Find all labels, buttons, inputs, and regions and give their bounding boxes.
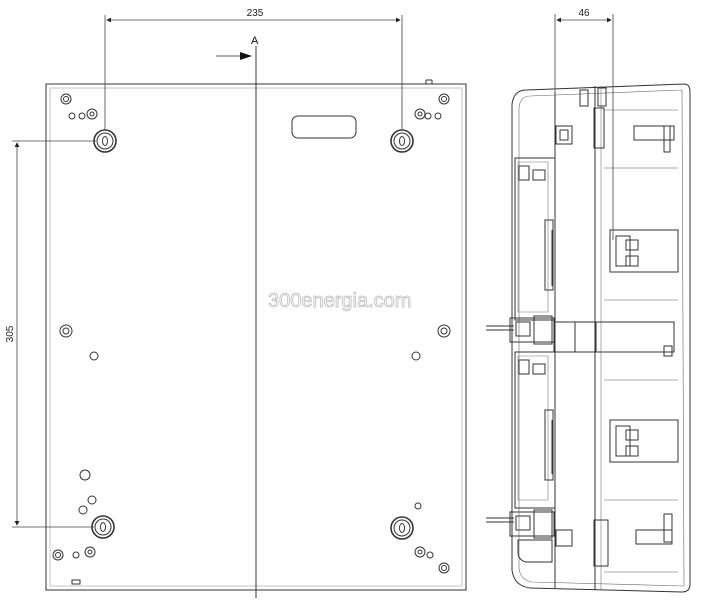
din-rail-center: [486, 315, 675, 357]
mounting-hole-bottom-right: [390, 516, 414, 540]
top-clip: [555, 87, 675, 153]
watermark: 300energia.com: [268, 290, 411, 312]
dimension-depth: [554, 14, 614, 240]
label-window: [291, 115, 357, 139]
mounting-hole-bottom-left: [91, 515, 115, 539]
dimension-vertical-label: 305: [5, 325, 16, 342]
mounting-hole-top-right: [390, 129, 414, 153]
side-screw-right: [437, 324, 451, 338]
section-marker-label: A: [251, 35, 259, 47]
mounting-hole-top-left: [93, 129, 117, 153]
side-screw-left: [59, 324, 73, 338]
din-rail-lower: [514, 351, 679, 509]
section-marker: [216, 46, 257, 598]
side-ribs: [604, 109, 678, 573]
dimension-vertical: [12, 140, 96, 528]
lower-left-holes: [78, 469, 422, 515]
corner-screw-bottom-right: [414, 546, 450, 574]
side-view: [486, 83, 691, 593]
small-hole-right: [411, 351, 421, 361]
dimension-depth-label: 46: [578, 8, 590, 19]
dimension-horizontal: [104, 15, 403, 130]
corner-screw-bottom-left: [52, 546, 96, 585]
din-rail-upper: [514, 157, 679, 321]
small-hole-left: [89, 351, 99, 361]
dimension-horizontal-label: 235: [247, 8, 264, 19]
side-body-outline: [511, 83, 691, 593]
front-view: [45, 79, 467, 591]
corner-screw-top-left: [60, 93, 98, 120]
corner-screw-top-right: [414, 93, 450, 120]
bottom-clamp: [486, 509, 673, 567]
